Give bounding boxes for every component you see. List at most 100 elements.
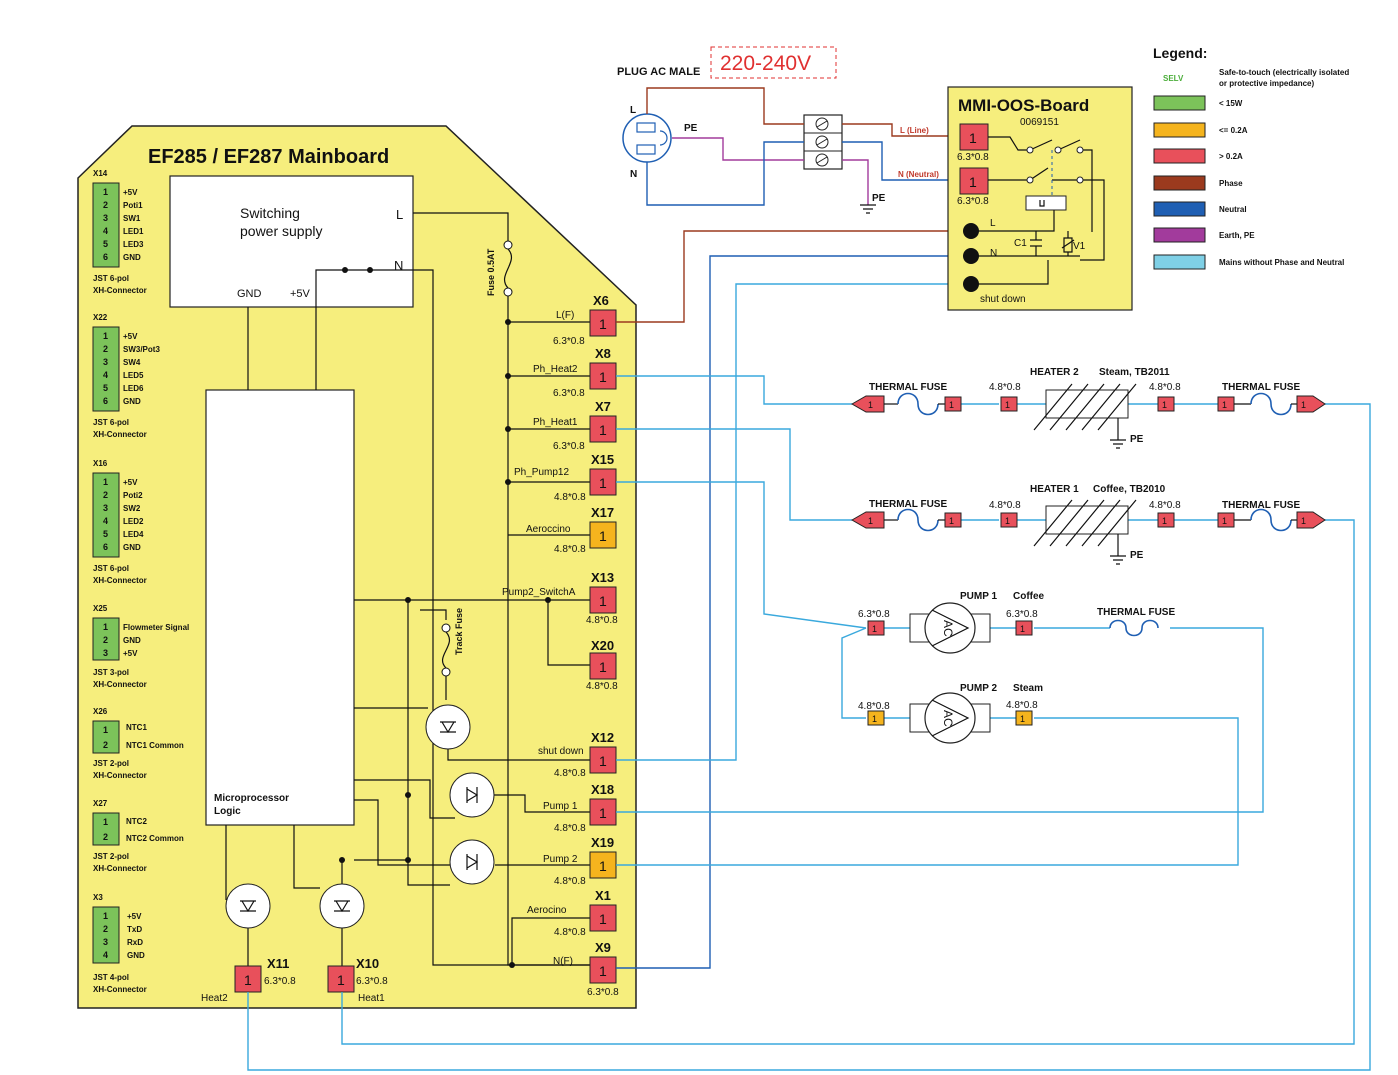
svg-text:XH-Connector: XH-Connector bbox=[93, 771, 147, 780]
svg-text:NTC2 Common: NTC2 Common bbox=[126, 834, 184, 843]
svg-text:< 15W: < 15W bbox=[1219, 99, 1243, 108]
svg-text:LED6: LED6 bbox=[123, 384, 144, 393]
svg-text:1: 1 bbox=[872, 714, 877, 724]
psu-box bbox=[169, 175, 414, 308]
svg-text:> 0.2A: > 0.2A bbox=[1219, 152, 1243, 161]
mmi-n: N bbox=[990, 248, 997, 259]
svg-text:JST 3-pol: JST 3-pol bbox=[93, 668, 129, 677]
svg-text:2: 2 bbox=[103, 924, 108, 934]
svg-text:6.3*0.8: 6.3*0.8 bbox=[264, 976, 296, 987]
svg-text:X19: X19 bbox=[591, 835, 614, 850]
svg-text:Ph_Pump12: Ph_Pump12 bbox=[514, 467, 569, 478]
svg-text:5: 5 bbox=[103, 529, 108, 539]
svg-text:THERMAL FUSE: THERMAL FUSE bbox=[1222, 500, 1300, 511]
triac-heat1 bbox=[319, 883, 365, 929]
svg-text:X11: X11 bbox=[267, 956, 289, 971]
svg-text:X8: X8 bbox=[595, 346, 611, 361]
svg-text:3: 3 bbox=[103, 357, 108, 367]
plug-ac-male: L N PE bbox=[622, 105, 698, 180]
svg-text:L(F): L(F) bbox=[556, 310, 574, 321]
svg-text:3: 3 bbox=[103, 937, 108, 947]
svg-text:Pump 1: Pump 1 bbox=[543, 801, 578, 812]
svg-text:1: 1 bbox=[599, 422, 607, 438]
legend-swatch-6 bbox=[1153, 227, 1206, 243]
svg-text:X22: X22 bbox=[93, 313, 108, 322]
svg-text:4.8*0.8: 4.8*0.8 bbox=[554, 927, 586, 938]
svg-text:Earth, PE: Earth, PE bbox=[1219, 231, 1255, 240]
svg-text:1: 1 bbox=[1222, 400, 1227, 410]
psu-n: N bbox=[394, 258, 403, 273]
connector-x17: X17 Aeroccino 1 4.8*0.8 bbox=[526, 505, 617, 555]
svg-text:Pump2_SwitchA: Pump2_SwitchA bbox=[502, 587, 576, 598]
connector-x7: X7 Ph_Heat1 1 6.3*0.8 bbox=[533, 399, 617, 452]
svg-text:X17: X17 bbox=[591, 505, 614, 520]
svg-text:or protective impedance): or protective impedance) bbox=[1219, 79, 1314, 88]
svg-text:3: 3 bbox=[103, 648, 108, 658]
svg-text:+5V: +5V bbox=[123, 478, 138, 487]
svg-text:1: 1 bbox=[103, 477, 108, 487]
connector-x9: X9 N(F) 1 6.3*0.8 bbox=[553, 940, 619, 998]
svg-text:1: 1 bbox=[969, 174, 977, 190]
svg-text:1: 1 bbox=[949, 516, 954, 526]
svg-text:6.3*0.8: 6.3*0.8 bbox=[553, 388, 585, 399]
connector-x25: X25 1 2 3 Flowmeter Signal GND +5V JST 3… bbox=[92, 604, 189, 689]
svg-text:Aeroccino: Aeroccino bbox=[526, 524, 571, 535]
svg-text:6: 6 bbox=[103, 542, 108, 552]
svg-text:GND: GND bbox=[127, 951, 145, 960]
connector-x8: X8 Ph_Heat2 1 6.3*0.8 bbox=[533, 346, 617, 399]
fuse-05at: Fuse 0.5AT bbox=[486, 240, 513, 297]
legend-swatch-3 bbox=[1153, 148, 1206, 164]
svg-text:XH-Connector: XH-Connector bbox=[93, 576, 147, 585]
svg-text:1: 1 bbox=[1020, 714, 1025, 724]
svg-text:+5V: +5V bbox=[127, 912, 142, 921]
svg-text:SW4: SW4 bbox=[123, 358, 141, 367]
svg-text:LED4: LED4 bbox=[123, 530, 144, 539]
svg-text:1: 1 bbox=[868, 400, 873, 410]
svg-text:Steam, TB2011: Steam, TB2011 bbox=[1099, 367, 1170, 378]
svg-text:1: 1 bbox=[868, 516, 873, 526]
svg-text:THERMAL FUSE: THERMAL FUSE bbox=[1222, 382, 1300, 393]
mainboard-title: EF285 / EF287 Mainboard bbox=[148, 146, 389, 168]
svg-text:Mains without Phase and Neutra: Mains without Phase and Neutral bbox=[1219, 258, 1344, 267]
svg-text:NTC1: NTC1 bbox=[126, 723, 147, 732]
mmi-n-neutral: N (Neutral) bbox=[898, 170, 939, 179]
svg-text:4.8*0.8: 4.8*0.8 bbox=[586, 615, 618, 626]
svg-text:6.3*0.8: 6.3*0.8 bbox=[587, 987, 619, 998]
svg-text:3: 3 bbox=[103, 213, 108, 223]
legend-title: Legend: bbox=[1153, 45, 1207, 61]
svg-text:X6: X6 bbox=[593, 293, 609, 308]
svg-text:JST 6-pol: JST 6-pol bbox=[93, 274, 129, 283]
mmi-l-line: L (Line) bbox=[900, 126, 929, 135]
pump2: PUMP 2 Steam 4.8*0.8 1 AC 4.8*0.8 1 bbox=[858, 683, 1043, 744]
svg-text:N(F): N(F) bbox=[553, 956, 573, 967]
triac-pump1 bbox=[449, 772, 495, 818]
svg-text:4.8*0.8: 4.8*0.8 bbox=[586, 681, 618, 692]
svg-text:6.3*0.8: 6.3*0.8 bbox=[957, 152, 989, 163]
svg-text:Steam: Steam bbox=[1013, 683, 1043, 694]
svg-text:4: 4 bbox=[103, 516, 108, 526]
svg-text:Ph_Heat1: Ph_Heat1 bbox=[533, 417, 578, 428]
svg-text:1: 1 bbox=[599, 316, 607, 332]
svg-text:1: 1 bbox=[1301, 516, 1306, 526]
svg-text:RxD: RxD bbox=[127, 938, 143, 947]
svg-text:1: 1 bbox=[1162, 516, 1167, 526]
svg-text:JST 2-pol: JST 2-pol bbox=[93, 759, 129, 768]
svg-text:2: 2 bbox=[103, 635, 108, 645]
svg-text:X13: X13 bbox=[591, 570, 614, 585]
svg-text:PE: PE bbox=[872, 193, 886, 204]
svg-text:1: 1 bbox=[103, 725, 108, 735]
voltage-label: 220-240V bbox=[720, 52, 811, 75]
mains-wiring bbox=[616, 87, 970, 969]
svg-text:4: 4 bbox=[103, 950, 108, 960]
svg-text:1: 1 bbox=[969, 130, 977, 146]
svg-text:Ph_Heat2: Ph_Heat2 bbox=[533, 364, 578, 375]
mmi-terminal-l bbox=[963, 223, 979, 239]
svg-text:Coffee: Coffee bbox=[1013, 591, 1045, 602]
svg-text:<= 0.2A: <= 0.2A bbox=[1219, 126, 1248, 135]
svg-text:X25: X25 bbox=[93, 604, 108, 613]
svg-text:1: 1 bbox=[872, 624, 877, 634]
svg-text:6: 6 bbox=[103, 252, 108, 262]
svg-text:shut down: shut down bbox=[538, 746, 584, 757]
svg-text:6: 6 bbox=[103, 396, 108, 406]
svg-text:4.8*0.8: 4.8*0.8 bbox=[554, 544, 586, 555]
